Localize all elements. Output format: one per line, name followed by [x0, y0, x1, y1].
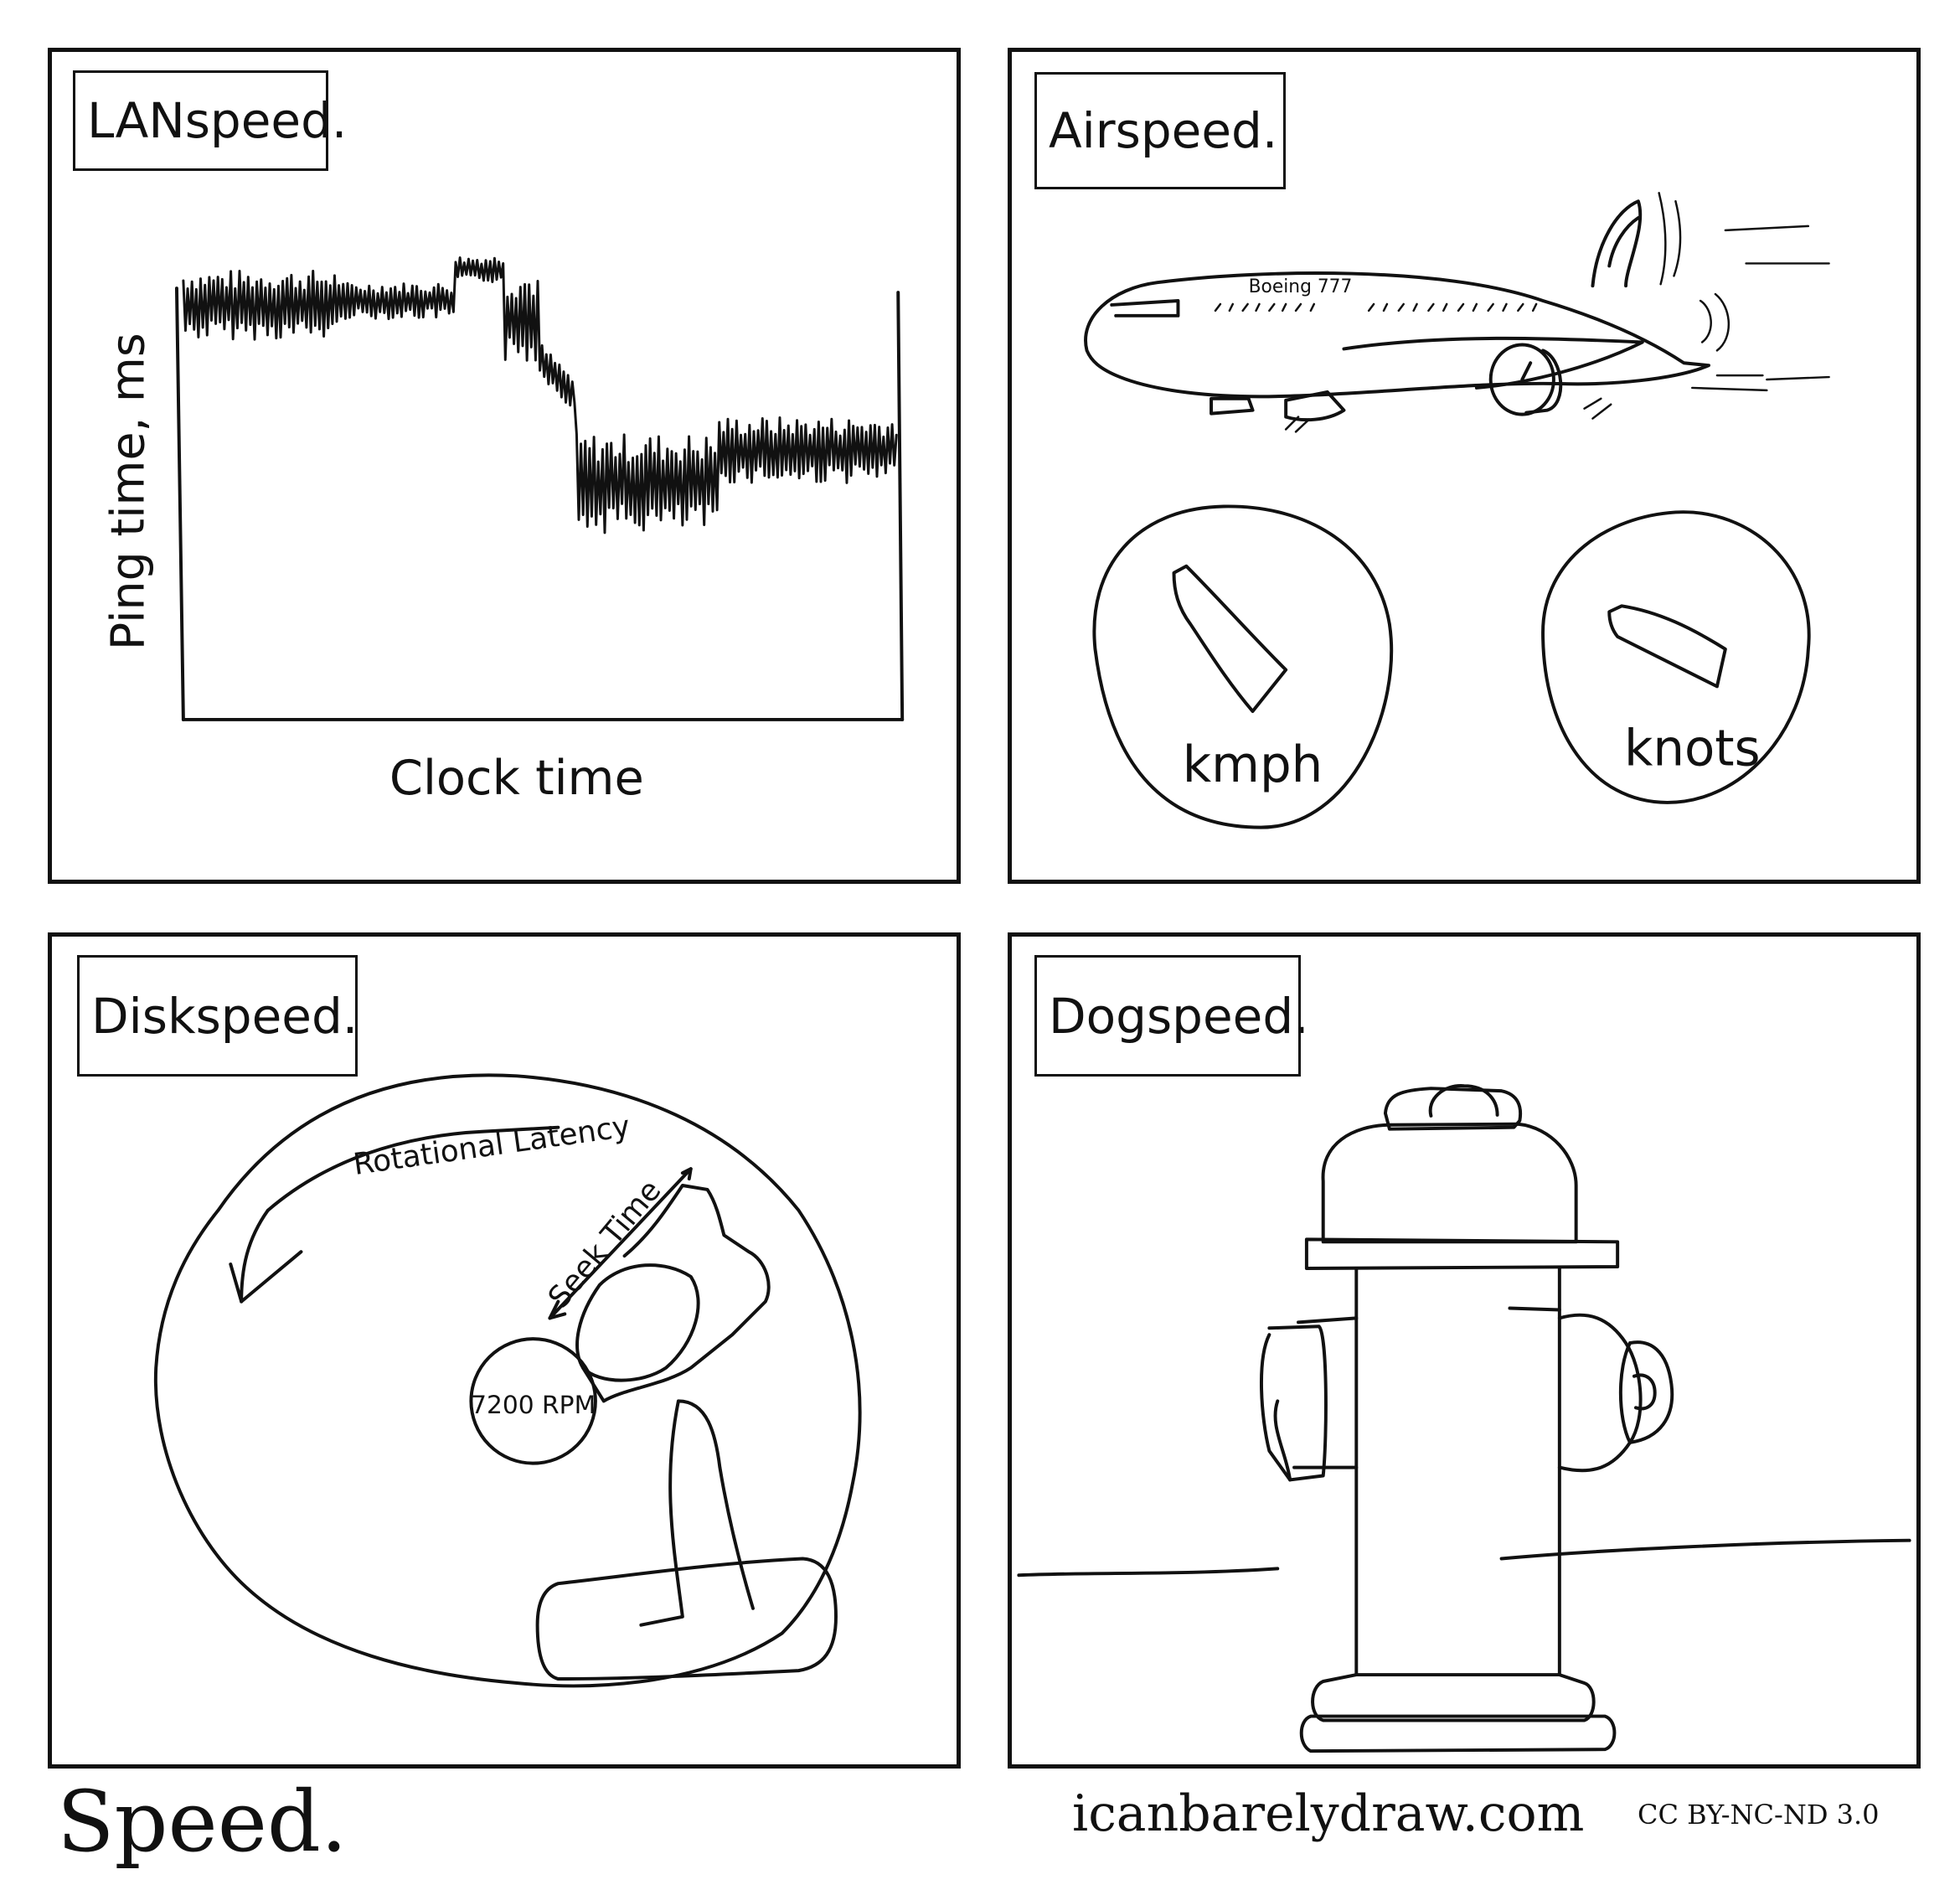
caption-lanspeed: LANspeed. — [73, 70, 347, 171]
ground-line — [1017, 1538, 1911, 1578]
ping-time-line — [182, 256, 898, 534]
chart-y-axis — [174, 287, 185, 721]
chart-xlabel: Clock time — [389, 750, 644, 806]
chart-right-border — [896, 291, 905, 721]
plane-label: Boeing 777 — [1249, 276, 1353, 297]
caption-airspeed: Airspeed. — [1034, 72, 1286, 189]
kmph-gauge: kmph — [1092, 504, 1394, 829]
disk-drawing: 7200 RPM Rotational Latency Seek Time — [153, 1073, 862, 1688]
seek-time-label: Seek Time — [542, 1174, 668, 1315]
site-link[interactable]: icanbarelydraw.com — [1072, 1784, 1585, 1843]
chart-ylabel: Ping time, ms — [101, 333, 155, 650]
panel-airspeed: Boeing 777 kmph knots Airspeed. — [1008, 48, 1921, 884]
caption-dogspeed: Dogspeed. — [1034, 955, 1309, 1077]
panel-diskspeed: 7200 RPM Rotational Latency Seek Time Di… — [48, 932, 961, 1769]
ping-chart: Ping time, ms Clock time — [101, 256, 905, 806]
gauge-left-label: kmph — [1183, 736, 1323, 794]
comic-title: Speed. — [57, 1773, 348, 1871]
airspeed-drawing: Boeing 777 kmph knots — [1084, 192, 1830, 829]
airplane-icon: Boeing 777 — [1084, 192, 1830, 433]
license-text: CC BY-NC-ND 3.0 — [1638, 1799, 1880, 1831]
gauge-right-label: knots — [1624, 720, 1761, 777]
hard-disk-icon: 7200 RPM Rotational Latency Seek Time — [153, 1073, 862, 1688]
panel-dogspeed: Dogspeed. — [1008, 932, 1921, 1769]
dog-drawing — [1017, 1084, 1911, 1753]
fire-hydrant-icon — [1260, 1084, 1674, 1753]
rotational-latency-label: Rotational Latency — [351, 1109, 632, 1182]
panel-lanspeed: Ping time, ms Clock time LANspeed. — [48, 48, 961, 884]
caption-diskspeed: Diskspeed. — [77, 955, 358, 1077]
rpm-label: 7200 RPM — [471, 1391, 596, 1420]
knots-gauge: knots — [1541, 510, 1811, 804]
